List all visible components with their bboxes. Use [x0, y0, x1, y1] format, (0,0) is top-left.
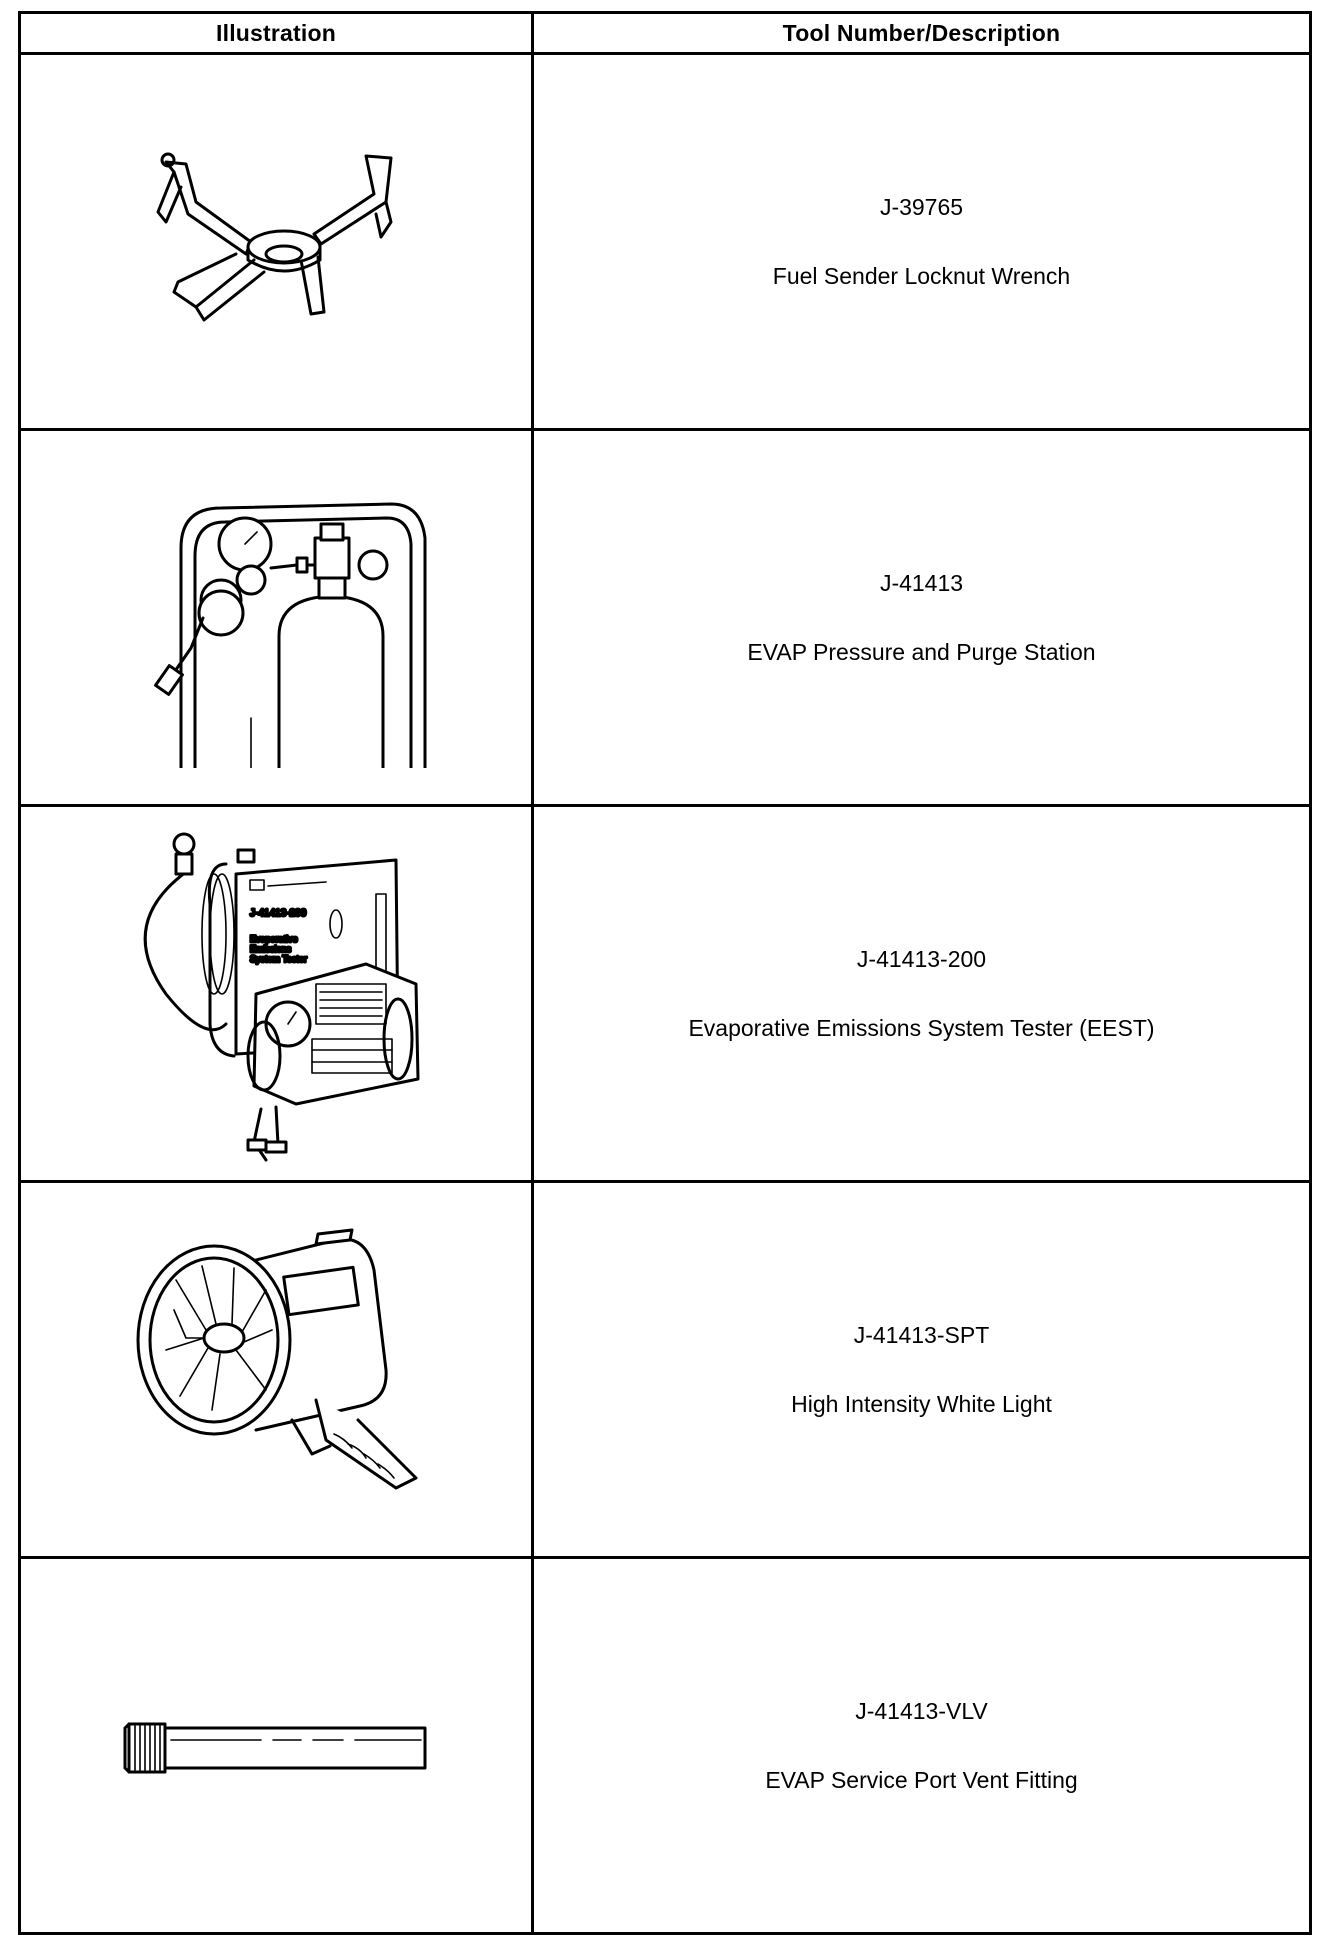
- description-cell: J-41413 EVAP Pressure and Purge Station: [531, 428, 1312, 807]
- locknut-wrench-icon: [156, 152, 393, 321]
- tool-name: Evaporative Emissions System Tester (EES…: [688, 1014, 1155, 1041]
- tool-number: J-41413-SPT: [853, 1321, 990, 1348]
- table-row: J-41413-VLV EVAP Service Port Vent Fitti…: [18, 1556, 1312, 1935]
- svg-text:J-41413-200: J-41413-200: [250, 908, 307, 919]
- tool-number: J-41413-VLV: [855, 1697, 988, 1724]
- tool-number: J-39765: [879, 193, 964, 220]
- white-light-icon: [136, 1228, 418, 1489]
- vent-fitting-icon: [123, 1722, 427, 1773]
- description-cell: J-41413-VLV EVAP Service Port Vent Fitti…: [531, 1556, 1312, 1935]
- table-row: J-41413 EVAP Pressure and Purge Station: [18, 428, 1312, 807]
- illustration-cell: J-41413-200 Evaporative Emissions System…: [18, 804, 534, 1183]
- illustration-cell: [18, 428, 534, 807]
- svg-text:System Tester: System Tester: [250, 954, 307, 964]
- illustration-column-header: Illustration: [18, 11, 534, 55]
- tool-name: High Intensity White Light: [791, 1390, 1052, 1417]
- table-row: J-41413-200 Evaporative Emissions System…: [18, 804, 1312, 1183]
- illustration-cell: [18, 52, 534, 431]
- svg-text:Evaporative: Evaporative: [250, 934, 298, 944]
- table-header-row: Illustration Tool Number/Description: [18, 11, 1312, 55]
- description-cell: J-41413-200 Evaporative Emissions System…: [531, 804, 1312, 1183]
- tool-name: Fuel Sender Locknut Wrench: [772, 262, 1071, 289]
- illustration-cell: [18, 1180, 534, 1559]
- tool-name: EVAP Service Port Vent Fitting: [765, 1766, 1078, 1793]
- table-row: J-41413-SPT High Intensity White Light: [18, 1180, 1312, 1559]
- table-row: J-39765 Fuel Sender Locknut Wrench: [18, 52, 1312, 431]
- pressure-purge-station-icon: [154, 502, 427, 768]
- description-cell: J-41413-SPT High Intensity White Light: [531, 1180, 1312, 1559]
- special-tools-table: Illustration Tool Number/Description: [18, 11, 1312, 1935]
- tool-name: EVAP Pressure and Purge Station: [747, 638, 1096, 665]
- tool-number: J-41413: [879, 569, 964, 596]
- description-cell: J-39765 Fuel Sender Locknut Wrench: [531, 52, 1312, 431]
- tool-number: J-41413-200: [856, 945, 987, 972]
- description-column-header: Tool Number/Description: [531, 11, 1312, 55]
- illustration-cell: [18, 1556, 534, 1935]
- svg-text:Emissions: Emissions: [250, 944, 292, 954]
- emissions-tester-icon: J-41413-200 Evaporative Emissions System…: [143, 832, 420, 1161]
